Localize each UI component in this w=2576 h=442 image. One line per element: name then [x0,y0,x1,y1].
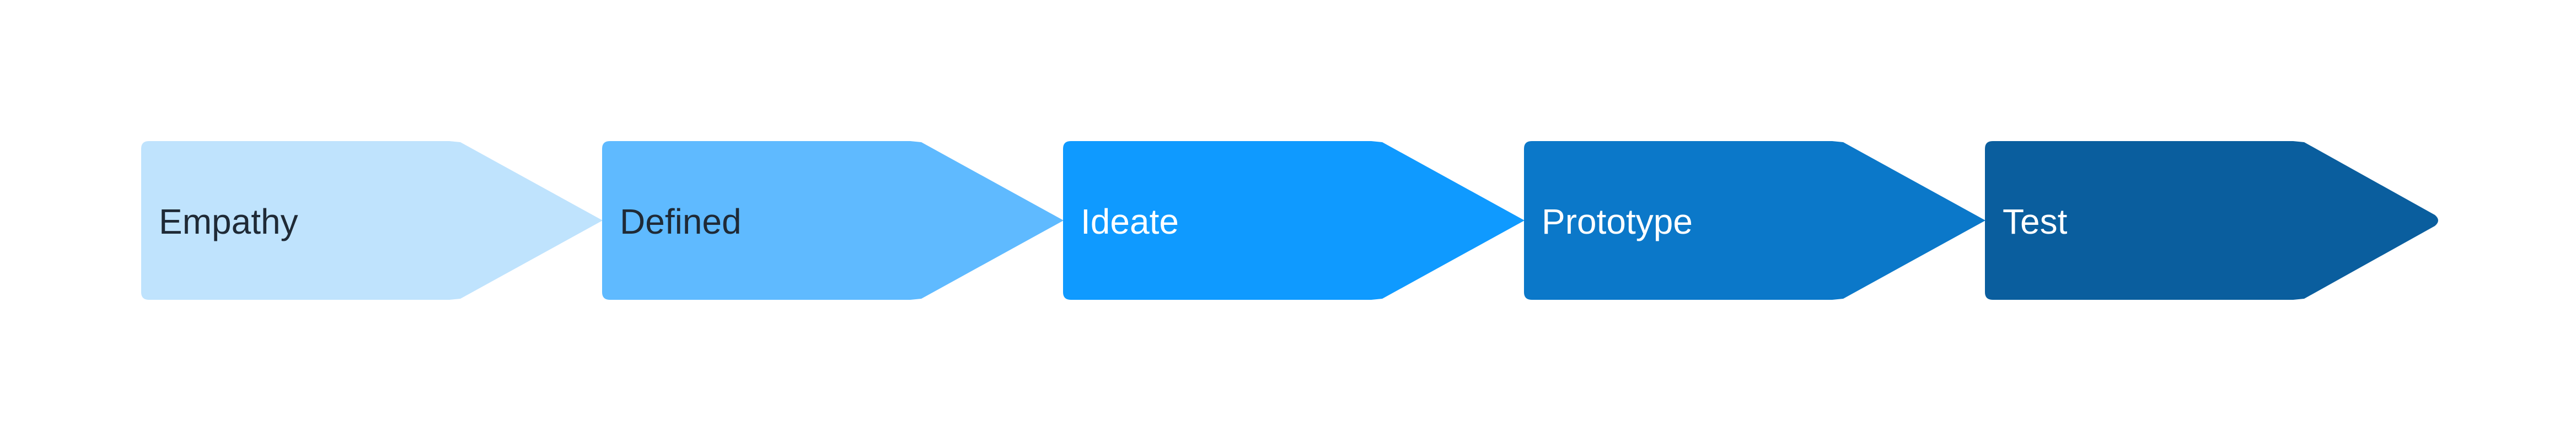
step-shape-ideate [1063,141,1525,300]
step-ideate: Ideate [1063,141,1525,300]
step-prototype: Prototype [1524,141,1985,300]
step-defined: Defined [602,141,1064,300]
step-shape-empathy [141,141,603,300]
step-label-ideate: Ideate [1081,202,1179,241]
step-empathy: Empathy [141,141,603,300]
step-shape-test [1985,141,2438,300]
step-label-empathy: Empathy [159,202,298,241]
step-label-test: Test [2003,202,2068,241]
step-shape-prototype [1524,141,1985,300]
step-test: Test [1985,141,2438,300]
step-shape-defined [602,141,1064,300]
step-label-prototype: Prototype [1542,202,1693,241]
step-label-defined: Defined [620,202,742,241]
